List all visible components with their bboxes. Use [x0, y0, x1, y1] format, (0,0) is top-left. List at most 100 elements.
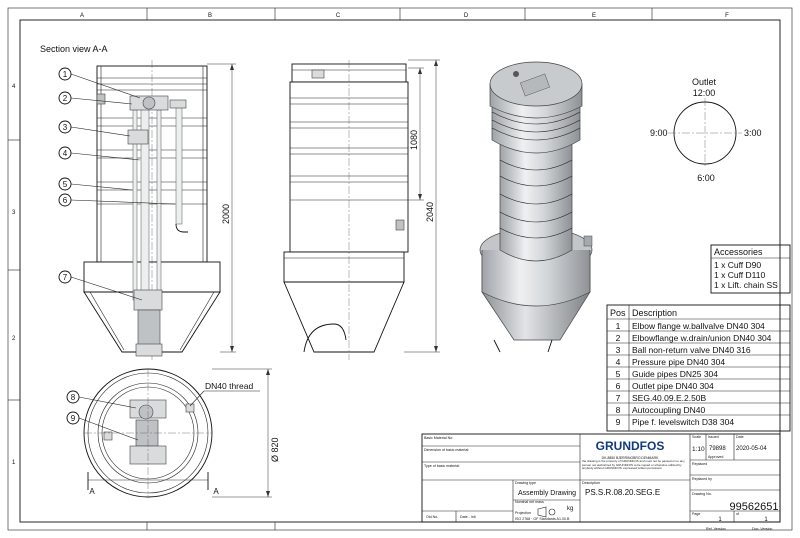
section-mark-left: A	[89, 487, 95, 496]
pages-value: 1	[764, 517, 768, 523]
part-desc-6: Outlet pipe DN40 304	[632, 381, 714, 391]
label-drawing-no: Drawing No.	[692, 492, 712, 496]
part-pos-1: 1	[616, 321, 621, 331]
part-desc-4: Pressure pipe DN40 304	[632, 357, 725, 367]
label-replaced-by: Replaced by	[692, 477, 712, 481]
side-dim-2040: 2040	[404, 59, 440, 353]
page-value: 1	[718, 517, 722, 523]
part-pos-8: 8	[616, 405, 621, 415]
drawing-no-value: 99562651	[730, 501, 779, 513]
zone-row-1: 1	[12, 460, 16, 466]
label-ref-version: Ref. Version	[706, 527, 726, 531]
parts-header-desc: Description	[632, 308, 677, 318]
part-desc-3: Ball non-return valve DN40 316	[632, 345, 751, 355]
part-pos-3: 3	[616, 345, 621, 355]
part-pos-5: 5	[616, 369, 621, 379]
accessories-box: Accessories 1 x Cuff D90 1 x Cuff D110 1…	[710, 244, 791, 294]
outlet-title: Outlet	[692, 77, 717, 87]
label-of: of	[736, 512, 739, 516]
zone-col-e: E	[592, 13, 596, 19]
isometric-view	[479, 61, 593, 353]
section-callouts	[70, 73, 176, 301]
outlet-diagram: Outlet 12:00 3:00 6:00 9:00	[650, 77, 762, 183]
zone-row-3: 3	[12, 210, 16, 216]
label-issued: Issued	[708, 435, 719, 439]
outlet-6: 6:00	[697, 173, 715, 183]
label-dim-basic: Dimension of basic material:	[424, 448, 469, 452]
callout-7: 7	[63, 273, 68, 282]
part-desc-9: Pipe f. levelswitch D38 304	[632, 417, 734, 427]
accessory-1: 1 x Cuff D90	[714, 260, 761, 270]
outlet-9: 9:00	[650, 128, 668, 138]
dim-1080: 1080	[409, 130, 419, 150]
section-view-title: Section view A-A	[40, 44, 108, 54]
section-marks: A A	[89, 487, 219, 496]
label-approved: Approved	[708, 455, 723, 459]
outlet-3: 3:00	[744, 128, 762, 138]
callout-9: 9	[71, 414, 76, 423]
label-date: Date	[736, 435, 744, 439]
outlet-12: 12:00	[693, 88, 716, 98]
part-desc-7: SEG.40.09.E.2.50B	[632, 393, 707, 403]
label-basic-material: Basic Material No:	[424, 436, 453, 440]
zone-col-a: A	[80, 13, 84, 19]
label-old-no: Old No.	[426, 515, 438, 519]
top-callouts: 8 9	[66, 390, 139, 441]
company-address: DK-8850 BJERRINGBRO DENMARK	[602, 456, 659, 460]
part-pos-7: 7	[616, 393, 621, 403]
scale-value: 1:10	[692, 446, 705, 453]
accessory-3: 1 x Lift. chain SS	[714, 280, 778, 290]
label-page: Page	[692, 512, 700, 516]
callout-4: 4	[63, 149, 68, 158]
callout-6: 6	[63, 196, 68, 205]
label-replaced: Replaced	[692, 462, 707, 466]
callout-5: 5	[63, 180, 68, 189]
row-labels: 4 3 2 1	[12, 84, 16, 466]
accessories-title: Accessories	[714, 247, 763, 257]
part-pos-6: 6	[616, 381, 621, 391]
label-doc-version: Doc. Version	[752, 527, 772, 531]
label-type-basic: Type of basic material:	[424, 464, 460, 468]
property-note: the drawing is the property of GRUNDFOS …	[582, 460, 685, 471]
title-block: Basic Material No: Dimension of basic ma…	[421, 433, 781, 531]
label-scale: Scale	[692, 435, 701, 439]
column-labels: A B C D E F	[80, 13, 729, 19]
callout-3: 3	[63, 123, 68, 132]
grundfos-logo: GRUNDFOS	[596, 439, 665, 453]
accessory-2: 1 x Cuff D110	[714, 270, 765, 280]
issued-value: 79898	[709, 446, 726, 452]
standards-note: ISO 2768 · GF Standards A1.00.B	[515, 517, 570, 521]
thread-leader: DN40 thread	[189, 381, 260, 407]
dim-2040: 2040	[425, 202, 435, 222]
callout-circles: 1 2 3 4 5 6 7	[58, 67, 72, 284]
zone-col-b: B	[208, 13, 212, 19]
callout-2: 2	[63, 94, 68, 103]
zone-col-c: C	[336, 13, 341, 19]
section-mark-right: A	[213, 487, 219, 496]
zone-ticks	[8, 8, 653, 530]
drawing-type-value: Assembly Drawing	[518, 490, 576, 497]
part-desc-5: Guide pipes DN25 304	[632, 369, 718, 379]
zone-col-f: F	[725, 13, 729, 19]
top-view-drawing	[83, 368, 213, 498]
callout-1: 1	[63, 70, 68, 79]
side-dim-1080: 1080	[408, 67, 424, 201]
zone-col-d: D	[464, 13, 469, 19]
zone-row-2: 2	[12, 336, 16, 342]
label-drawing-type: Drawing type	[515, 481, 536, 485]
side-view-drawing	[283, 60, 409, 360]
section-height-dimension: 2000	[207, 63, 236, 353]
label-nominal-weight: Nominal net mass	[515, 500, 544, 504]
part-pos-4: 4	[616, 357, 621, 367]
label-projection: Projection	[515, 511, 531, 515]
part-pos-9: 9	[616, 417, 621, 427]
dim-diameter: Ø 820	[270, 437, 280, 462]
zone-row-4: 4	[12, 84, 16, 90]
top-diameter-dimension: Ø 820	[212, 368, 280, 498]
part-pos-2: 2	[616, 333, 621, 343]
parts-table: Pos Description 1 Elbow flange w.ballval…	[606, 304, 791, 432]
callout-8: 8	[71, 393, 76, 402]
weight-unit: kg	[567, 506, 573, 512]
label-description: Description	[582, 481, 600, 485]
